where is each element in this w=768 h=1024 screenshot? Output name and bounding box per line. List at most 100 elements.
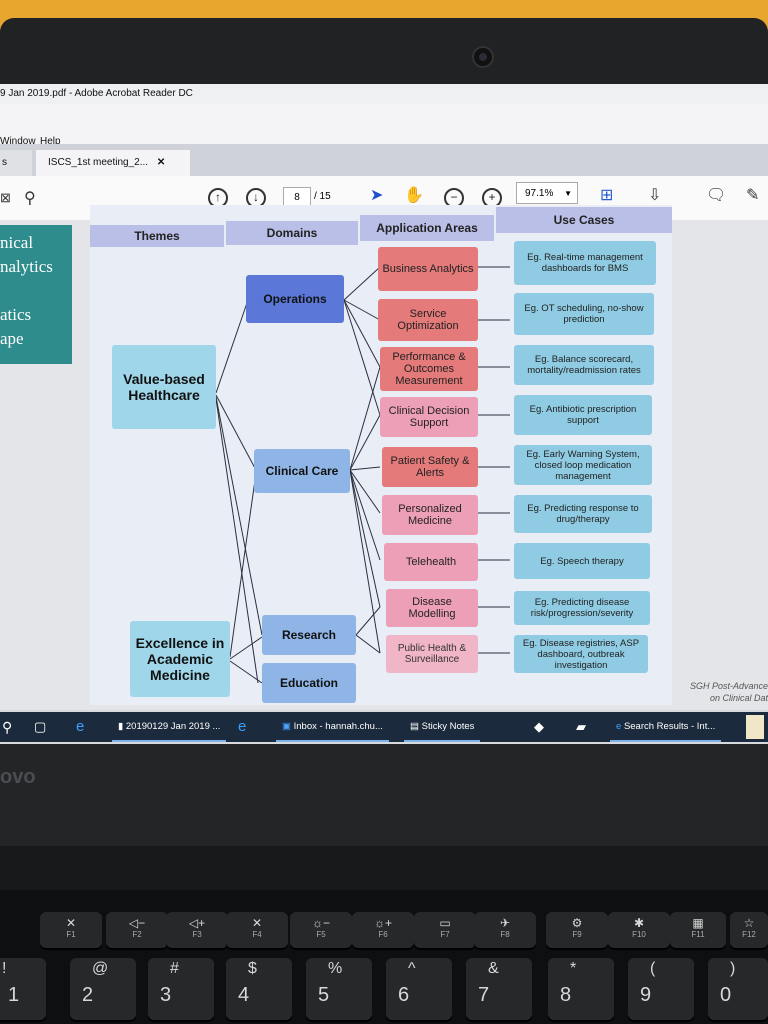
key-3[interactable]: #3 <box>148 958 214 1020</box>
key-shift-glyph: * <box>570 960 577 977</box>
use-case-disease-registries: Eg. Disease registries, ASP dashboard, o… <box>514 635 648 673</box>
key-label: F5 <box>316 930 326 939</box>
key-f4[interactable]: ✕F4 <box>226 912 288 948</box>
key-shift-glyph: @ <box>92 960 109 977</box>
key-f12[interactable]: ☆F12 <box>730 912 768 948</box>
tab-home[interactable]: s <box>0 150 32 176</box>
search-icon[interactable]: ⚲ <box>2 719 13 735</box>
key-f3[interactable]: ◁+F3 <box>166 912 228 948</box>
theme-value-based-healthcare: Value-based Healthcare <box>112 345 216 429</box>
area-clinical-decision-support: Clinical Decision Support <box>380 397 478 437</box>
fit-page-icon[interactable]: ⊞ <box>600 187 614 204</box>
taskbar-item-label: Inbox - hannah.chu... <box>293 721 383 732</box>
key-glyph: ▭ <box>439 916 451 930</box>
file-icon[interactable] <box>746 715 764 739</box>
app-icon[interactable]: ▰ <box>576 719 586 734</box>
key-4[interactable]: $4 <box>226 958 292 1020</box>
key-label: F10 <box>632 930 646 939</box>
scroll-mode-icon[interactable]: ⇩ <box>648 187 662 204</box>
area-service-optimization: Service Optimization <box>378 299 478 341</box>
side-line: nalytics <box>0 257 53 276</box>
area-disease-modelling: Disease Modelling <box>386 589 478 627</box>
tab-close-icon[interactable]: ✕ <box>156 157 166 168</box>
key-glyph: ✕ <box>251 916 263 930</box>
key-0[interactable]: )0 <box>708 958 768 1020</box>
edge-icon[interactable]: e <box>76 718 85 735</box>
chevron-down-icon: ▼ <box>564 189 573 198</box>
menu-help[interactable]: Help <box>40 136 61 147</box>
domain-operations: Operations <box>246 275 344 323</box>
use-case-early-warning: Eg. Early Warning System, closed loop me… <box>514 445 652 485</box>
area-patient-safety-alerts: Patient Safety & Alerts <box>382 447 478 487</box>
tab-document[interactable]: ISCS_1st meeting_2... ✕ <box>36 150 190 176</box>
taskbar-item-sticky-notes[interactable]: ▤ Sticky Notes <box>404 712 481 742</box>
search-icon[interactable]: ⚲ <box>24 190 36 207</box>
use-case-balance-scorecard: Eg. Balance scorecard, mortality/readmis… <box>514 345 654 385</box>
key-f5[interactable]: ☼−F5 <box>290 912 352 948</box>
taskbar-item-acrobat[interactable]: ▮ 20190129 Jan 2019 ... <box>112 712 227 742</box>
key-glyph: ◁− <box>128 916 146 930</box>
key-shift-glyph: ( <box>650 960 656 977</box>
side-line: nical <box>0 233 34 252</box>
hand-tool-icon[interactable]: ✋ <box>404 187 424 204</box>
key-digit: 7 <box>478 984 490 1006</box>
menu-window[interactable]: Window <box>0 136 36 147</box>
select-tool-icon[interactable]: ➤ <box>370 187 384 204</box>
key-6[interactable]: ^6 <box>386 958 452 1020</box>
use-case-speech-therapy: Eg. Speech therapy <box>514 543 650 579</box>
key-f7[interactable]: ▭F7 <box>414 912 476 948</box>
taskbar-item-outlook[interactable]: ▣ Inbox - hannah.chu... <box>276 712 389 742</box>
key-9[interactable]: (9 <box>628 958 694 1020</box>
key-f6[interactable]: ☼+F6 <box>352 912 414 948</box>
sign-pen-icon[interactable]: ✎ <box>746 187 760 204</box>
area-performance-outcomes: Performance & Outcomes Measurement <box>380 347 478 391</box>
key-5[interactable]: %5 <box>306 958 372 1020</box>
key-label: F4 <box>252 930 262 939</box>
key-glyph: ⚙ <box>571 916 583 930</box>
taskbar-item-label: Search Results - Int... <box>623 721 716 732</box>
task-view-icon[interactable]: ▢ <box>34 719 47 734</box>
taskbar <box>0 712 768 742</box>
menu-bar: Window Help <box>0 104 768 147</box>
app-icon[interactable]: ◆ <box>534 719 544 734</box>
use-case-dashboards: Eg. Real-time management dashboards for … <box>514 241 656 285</box>
key-digit: 6 <box>398 984 410 1006</box>
comment-icon[interactable]: 🗨 <box>706 187 727 204</box>
key-f11[interactable]: ▦F11 <box>670 912 726 948</box>
window-title: 9 Jan 2019.pdf - Adobe Acrobat Reader DC <box>0 88 193 99</box>
key-2[interactable]: @2 <box>70 958 136 1020</box>
key-digit: 9 <box>640 984 652 1006</box>
area-telehealth: Telehealth <box>384 543 478 581</box>
key-7[interactable]: &7 <box>466 958 532 1020</box>
taskbar-item-search-results[interactable]: e Search Results - Int... <box>610 712 722 742</box>
side-line <box>0 279 72 303</box>
key-f8[interactable]: ✈F8 <box>474 912 536 948</box>
key-8[interactable]: *8 <box>548 958 614 1020</box>
domain-research: Research <box>262 615 356 655</box>
use-case-antibiotic: Eg. Antibiotic prescription support <box>514 395 652 435</box>
key-label: F2 <box>132 930 142 939</box>
key-f2[interactable]: ◁−F2 <box>106 912 168 948</box>
key-f10[interactable]: ✱F10 <box>608 912 670 948</box>
key-1[interactable]: !1 <box>0 958 46 1020</box>
key-label: F11 <box>691 930 705 939</box>
area-personalized-medicine: Personalized Medicine <box>382 495 478 535</box>
key-label: F1 <box>66 930 76 939</box>
side-line: atics <box>0 305 32 324</box>
tab-home-label: s <box>2 157 7 168</box>
use-case-ot-scheduling: Eg. OT scheduling, no-show prediction <box>514 293 654 335</box>
key-f1[interactable]: ✕F1 <box>40 912 102 948</box>
taskbar-item-label: 20190129 Jan 2019 ... <box>125 721 221 732</box>
sidebar-toggle-icon[interactable]: ⊠ <box>0 190 11 205</box>
zoom-select[interactable]: 97.1% ▼ <box>516 182 578 204</box>
window-titlebar: 9 Jan 2019.pdf - Adobe Acrobat Reader DC <box>0 84 768 104</box>
key-glyph: ✕ <box>65 916 77 930</box>
tab-document-label: ISCS_1st meeting_2... <box>48 157 149 168</box>
key-f9[interactable]: ⚙F9 <box>546 912 608 948</box>
key-shift-glyph: ) <box>730 960 736 977</box>
ie-icon[interactable]: e <box>238 718 247 735</box>
header-domains: Domains <box>226 221 358 245</box>
key-glyph: ◁+ <box>188 916 206 930</box>
key-glyph: ☆ <box>743 916 755 930</box>
key-shift-glyph: ! <box>2 960 7 977</box>
